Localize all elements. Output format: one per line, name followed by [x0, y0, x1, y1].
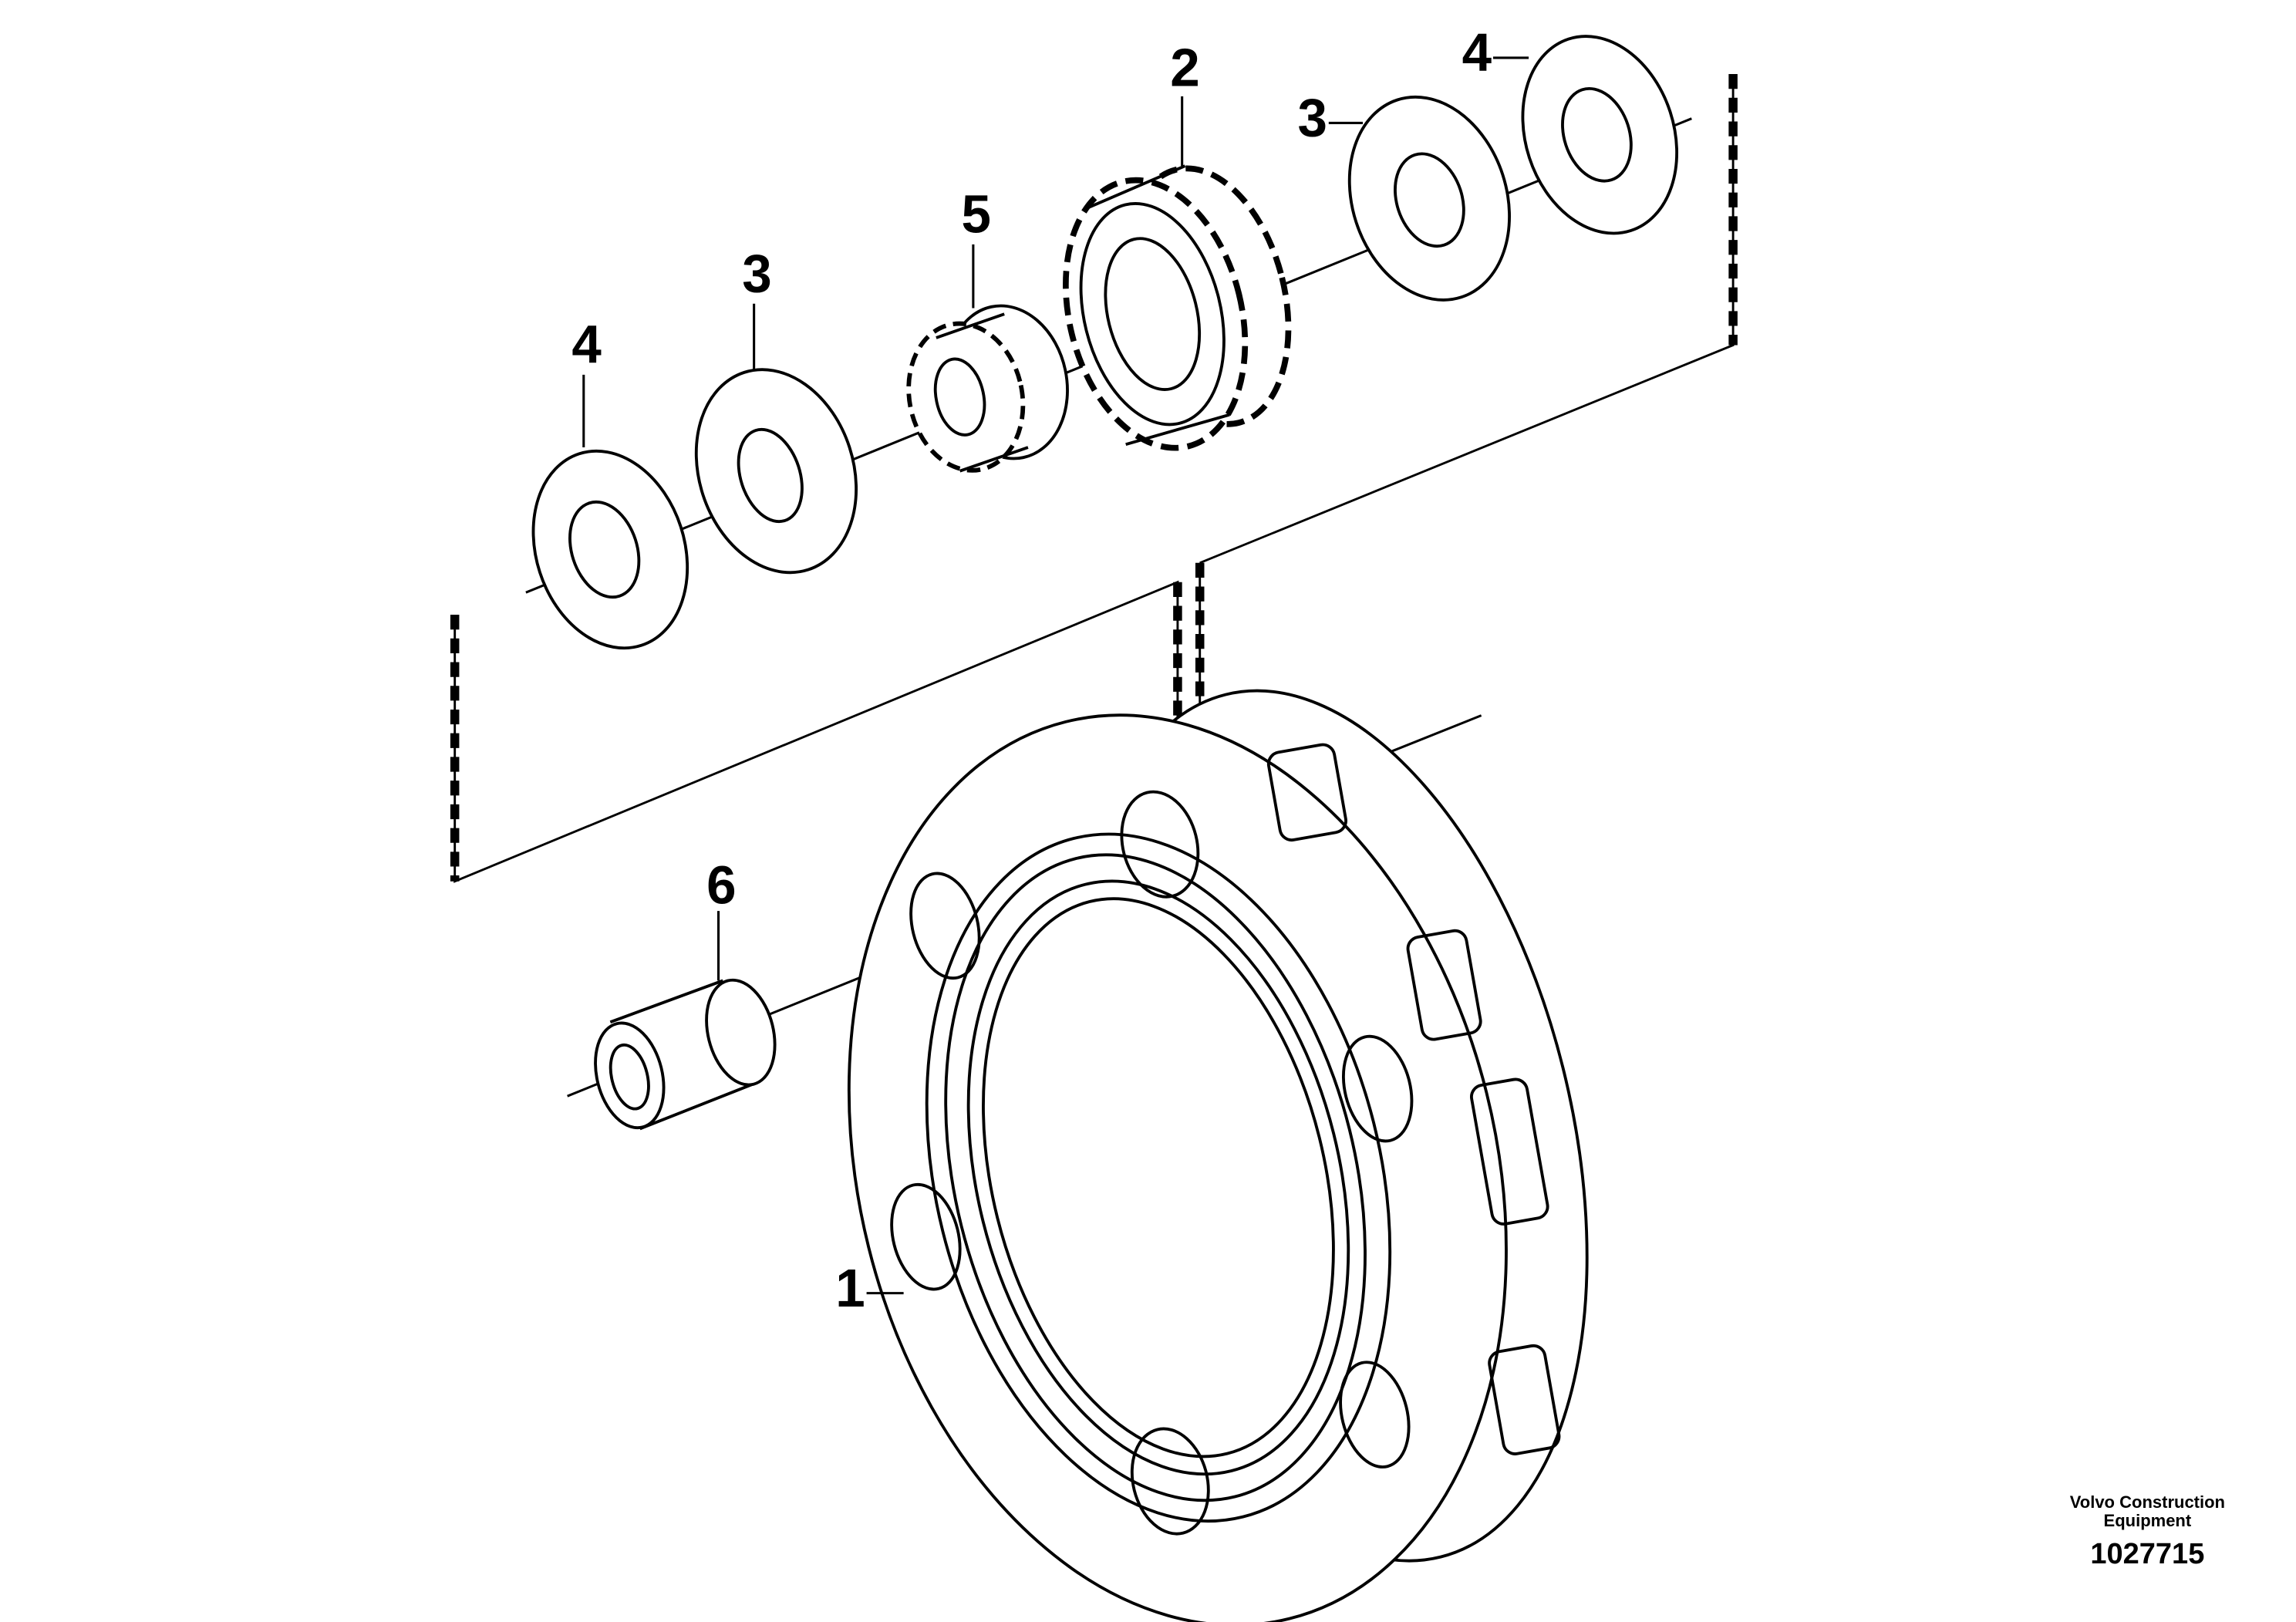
callout-2: 2 [1170, 37, 1199, 97]
callout-3-left: 3 [742, 243, 771, 303]
thrust-washer-right-2 [1521, 35, 1679, 235]
callout-5: 5 [962, 184, 991, 244]
callout-6: 6 [706, 855, 736, 916]
thrust-washer-left-2 [694, 368, 858, 575]
pin-bushing [594, 978, 777, 1158]
thrust-washer-right [1347, 95, 1511, 302]
drawing-credit: Volvo Construction Equipment 1027715 [2070, 1493, 2225, 1571]
callout-3-right: 3 [1297, 88, 1327, 148]
callout-4-left: 4 [571, 315, 602, 375]
callout-numbers: 4 3 5 2 3 4 6 1 [571, 22, 1492, 1318]
leader-lines [582, 56, 1529, 1295]
company-name-line2: Equipment [2103, 1511, 2192, 1530]
large-gear [1063, 164, 1292, 451]
callout-1: 1 [835, 1258, 865, 1318]
company-name-line1: Volvo Construction [2069, 1492, 2225, 1512]
small-gear [906, 304, 1069, 473]
callout-4-right: 4 [1462, 22, 1492, 83]
drawing-number: 1027715 [2090, 1538, 2205, 1570]
planet-carrier [847, 689, 1589, 1622]
thrust-washer-left [531, 449, 689, 650]
